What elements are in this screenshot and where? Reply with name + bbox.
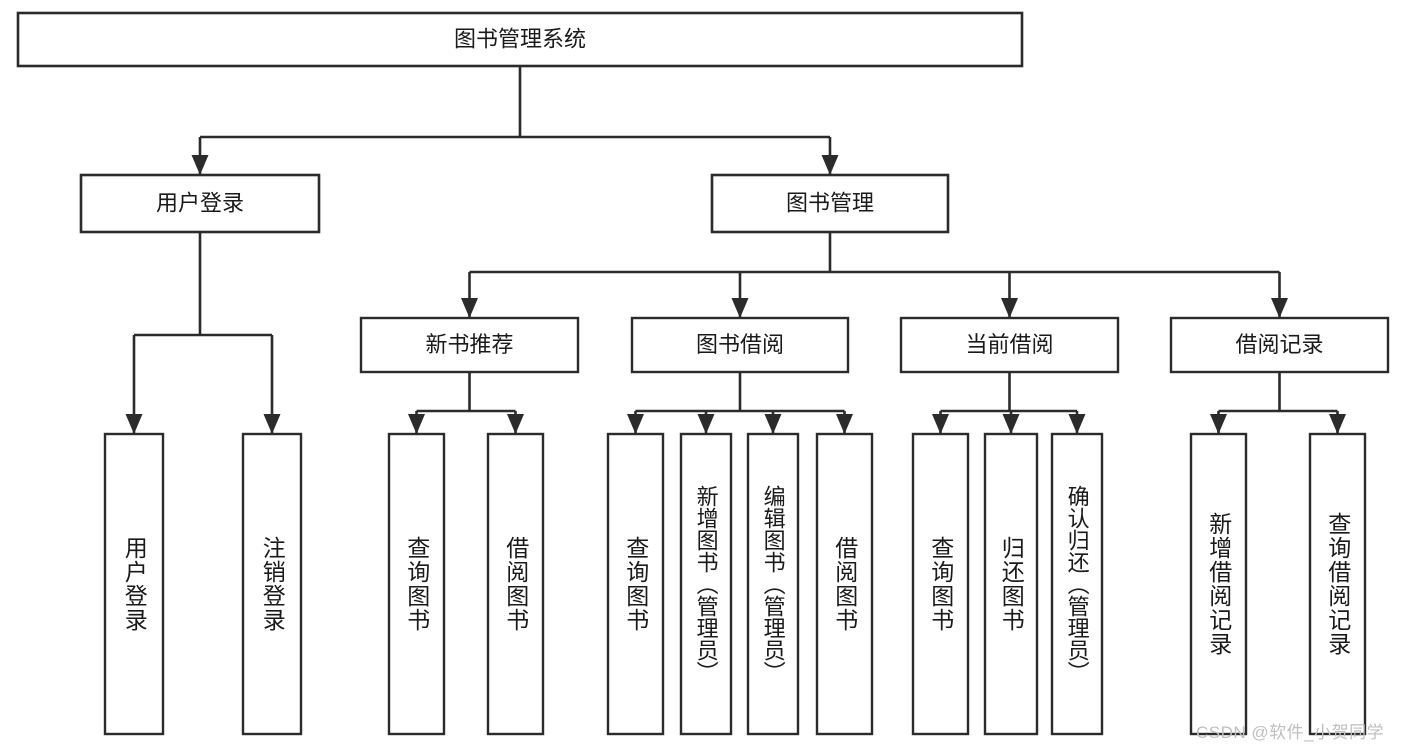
arrow-head-icon bbox=[836, 414, 853, 434]
node-box-leaf-query-book-1[interactable] bbox=[387, 432, 446, 736]
arrow-head-icon bbox=[932, 414, 949, 434]
node-box-leaf-borrow-book-1[interactable] bbox=[486, 432, 545, 736]
arrow-head-icon bbox=[697, 414, 715, 434]
connector-edges bbox=[125, 66, 1346, 434]
arrow-head-icon bbox=[191, 155, 209, 175]
arrow-head-icon bbox=[507, 414, 524, 434]
node-box-book-borrow[interactable] bbox=[630, 316, 850, 374]
arrow-head-icon bbox=[1210, 414, 1227, 434]
node-box-leaf-query-book-3[interactable] bbox=[911, 432, 970, 736]
arrow-head-icon bbox=[731, 298, 749, 318]
node-label-user-login: 用户登录 bbox=[156, 190, 244, 215]
node-box-borrow-record[interactable] bbox=[1169, 316, 1390, 374]
node-label-root: 图书管理系统 bbox=[454, 26, 586, 51]
node-label-new-book-rec: 新书推荐 bbox=[425, 332, 513, 357]
arrow-head-icon bbox=[1329, 414, 1346, 434]
node-label-book-borrow: 图书借阅 bbox=[696, 332, 784, 357]
node-box-root[interactable] bbox=[16, 11, 1024, 68]
arrow-head-icon bbox=[1271, 298, 1288, 318]
node-box-leaf-user-logout[interactable] bbox=[241, 432, 303, 736]
arrow-head-icon bbox=[627, 414, 644, 434]
node-label-book-manage: 图书管理 bbox=[786, 190, 874, 215]
arrow-head-icon bbox=[1001, 298, 1018, 318]
node-box-new-book-rec[interactable] bbox=[359, 316, 580, 374]
node-box-leaf-add-book[interactable] bbox=[679, 432, 733, 736]
node-label-borrow-record: 借阅记录 bbox=[1235, 332, 1323, 357]
node-box-current-borrow[interactable] bbox=[899, 316, 1120, 374]
node-box-user-login[interactable] bbox=[79, 173, 321, 234]
node-box-leaf-borrow-book-2[interactable] bbox=[815, 432, 874, 736]
node-box-leaf-return-book[interactable] bbox=[983, 432, 1039, 736]
node-box-leaf-confirm-return[interactable] bbox=[1050, 432, 1104, 736]
arrow-head-icon bbox=[1068, 414, 1086, 434]
arrow-head-icon bbox=[764, 414, 782, 434]
watermark-text: CSDN @软件_小贺同学 bbox=[1196, 723, 1385, 742]
arrow-head-icon bbox=[821, 155, 839, 175]
node-box-leaf-edit-book[interactable] bbox=[746, 432, 800, 736]
arrow-head-icon bbox=[1002, 414, 1020, 434]
node-box-leaf-query-record[interactable] bbox=[1308, 432, 1367, 736]
arrow-head-icon bbox=[125, 414, 143, 434]
node-box-leaf-query-book-2[interactable] bbox=[606, 432, 665, 736]
arrow-head-icon bbox=[263, 414, 281, 434]
node-box-book-manage[interactable] bbox=[710, 173, 950, 234]
node-label-current-borrow: 当前借阅 bbox=[965, 332, 1053, 357]
arrow-head-icon bbox=[408, 414, 425, 434]
node-box-leaf-add-record[interactable] bbox=[1189, 432, 1248, 736]
arrow-head-icon bbox=[461, 298, 478, 318]
node-box-leaf-user-login[interactable] bbox=[103, 432, 165, 736]
